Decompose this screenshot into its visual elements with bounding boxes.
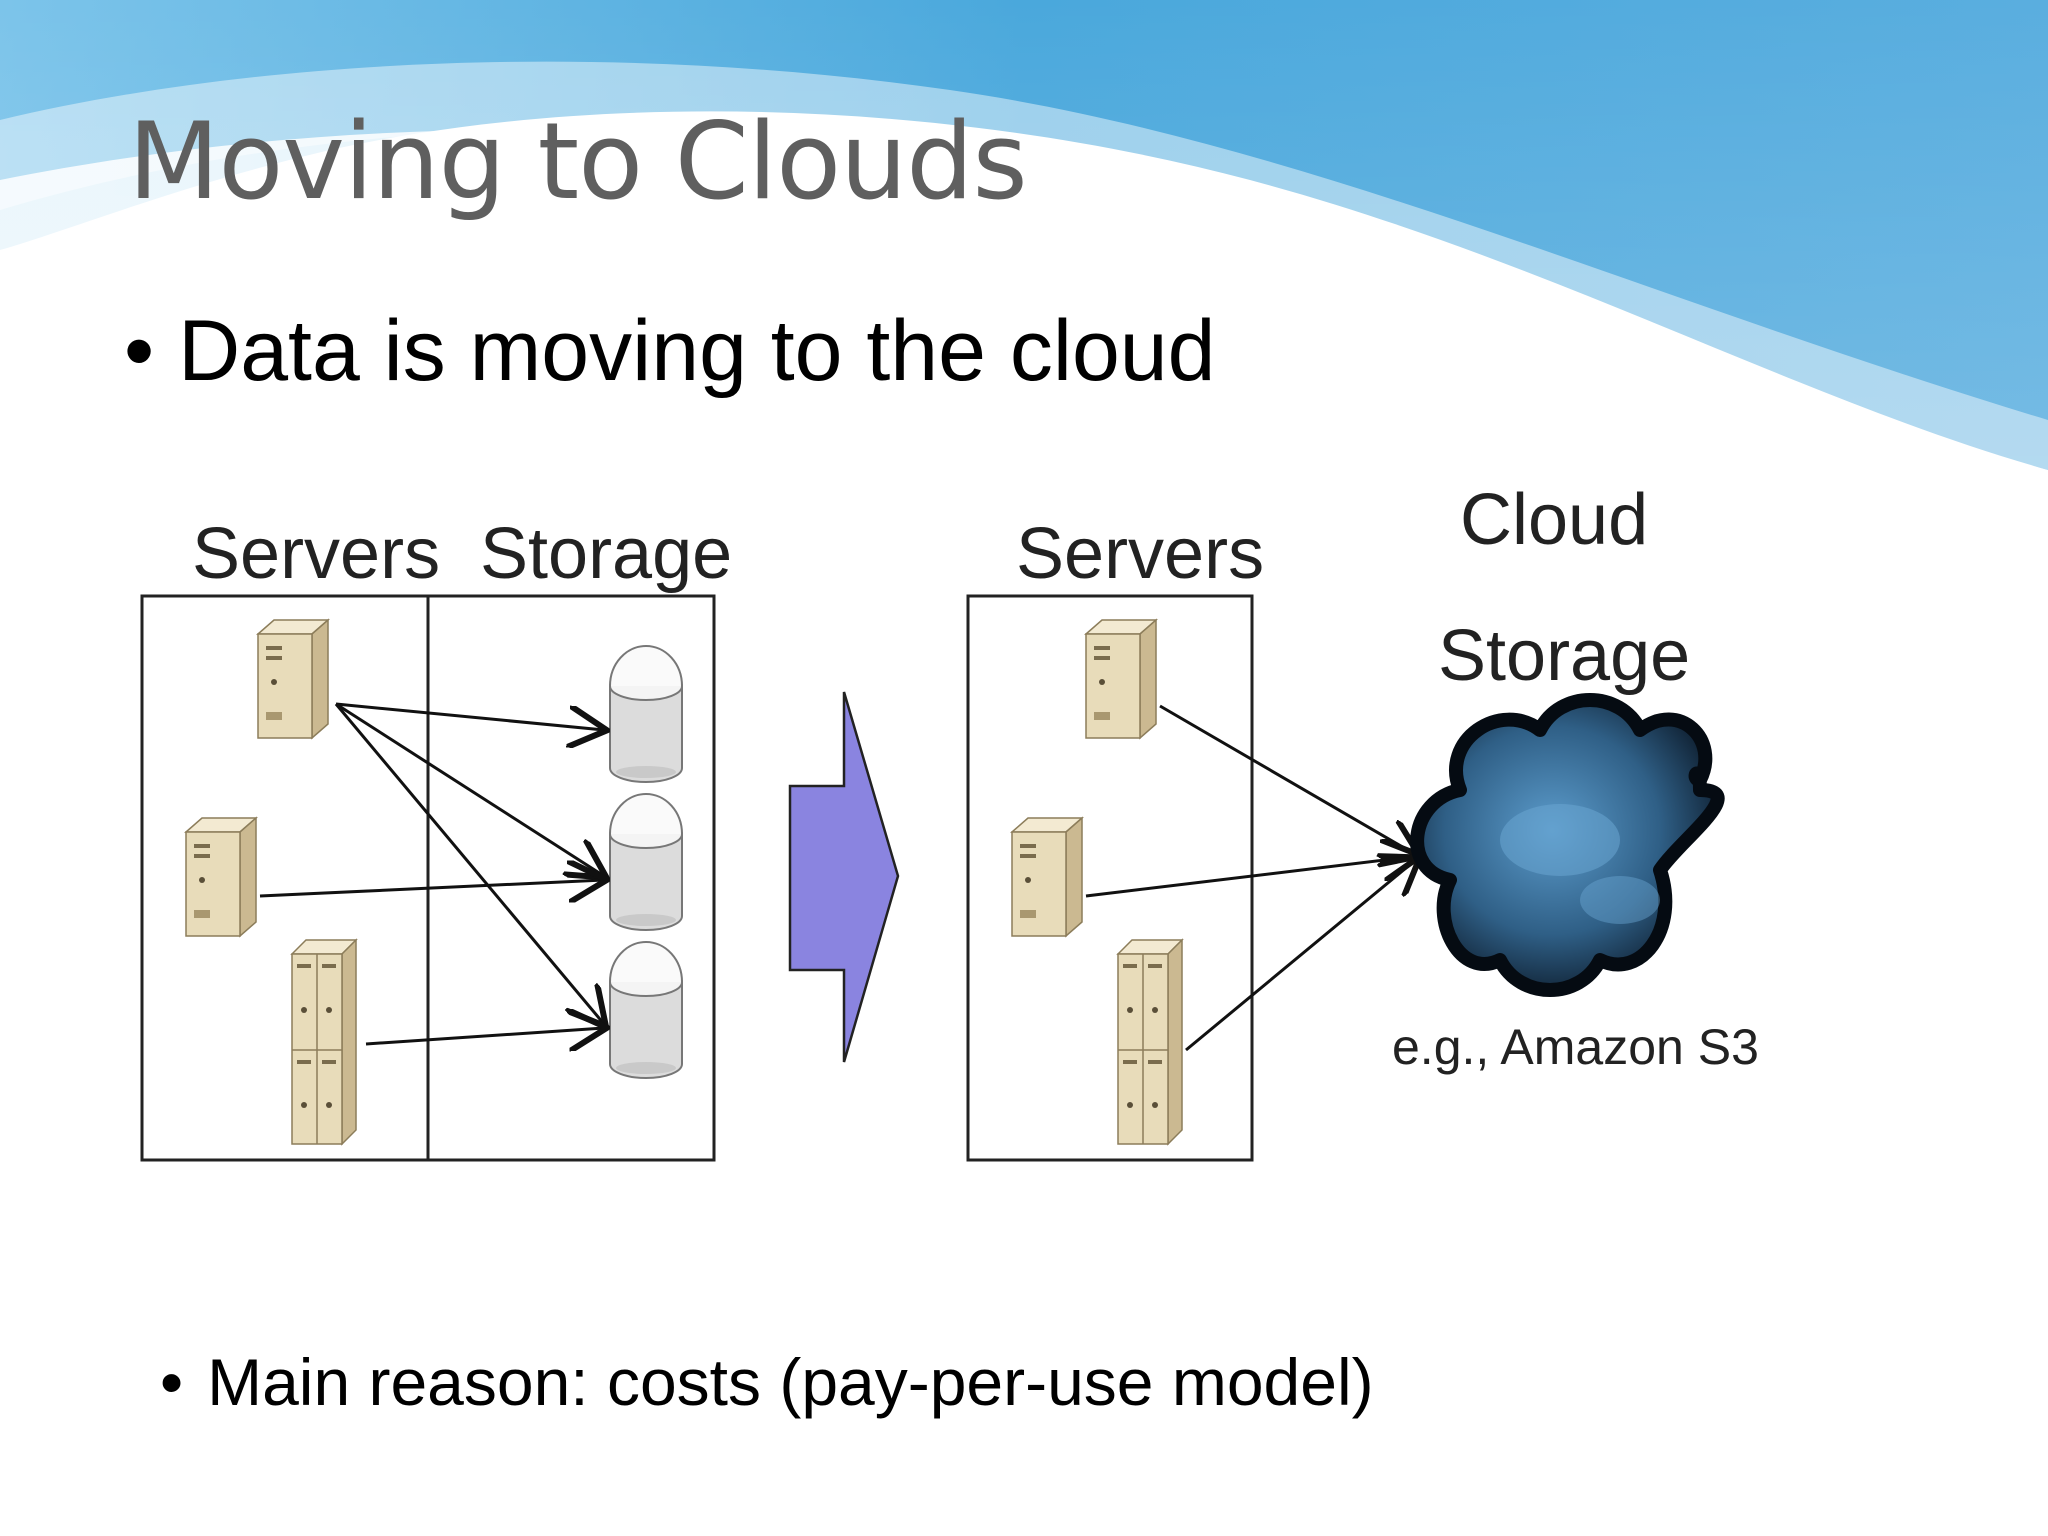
server-icon (1117, 939, 1183, 1145)
cloud-icon (1410, 693, 1725, 997)
bullet-symbol: • (160, 1345, 184, 1419)
right-connection-arrows (1085, 704, 1418, 1052)
server-icon (1085, 619, 1157, 739)
bullet-symbol: • (124, 303, 155, 399)
storage-disk-icon (609, 941, 683, 1079)
server-icon (257, 619, 329, 739)
left-connection-arrows (259, 702, 604, 1044)
header-wave-background (0, 0, 2048, 520)
slide-title: Moving to Clouds (128, 100, 1028, 223)
cloud-example-label: e.g., Amazon S3 (1392, 1019, 1759, 1075)
bullet-text-2: Main reason: costs (pay-per-use model) (207, 1345, 1374, 1419)
bullet-text-1: Data is moving to the cloud (178, 303, 1216, 399)
server-icon (291, 939, 357, 1145)
bullet-point-2: • Main reason: costs (pay-per-use model) (160, 1344, 1374, 1420)
transition-arrow-icon (788, 691, 900, 1063)
cloud-label-line2: Storage (1438, 616, 1690, 696)
left-servers-label: Servers (192, 514, 440, 594)
cloud-label-line1: Cloud (1460, 480, 1648, 560)
storage-disk-icon (609, 645, 683, 783)
server-icon (1011, 817, 1083, 937)
right-panel-frame (966, 594, 1254, 1162)
server-icon (185, 817, 257, 937)
left-storage-label: Storage (480, 514, 732, 594)
storage-disk-icon (609, 793, 683, 931)
bullet-point-1: •Data is moving to the cloud (124, 302, 1215, 401)
right-servers-label: Servers (1016, 514, 1264, 594)
